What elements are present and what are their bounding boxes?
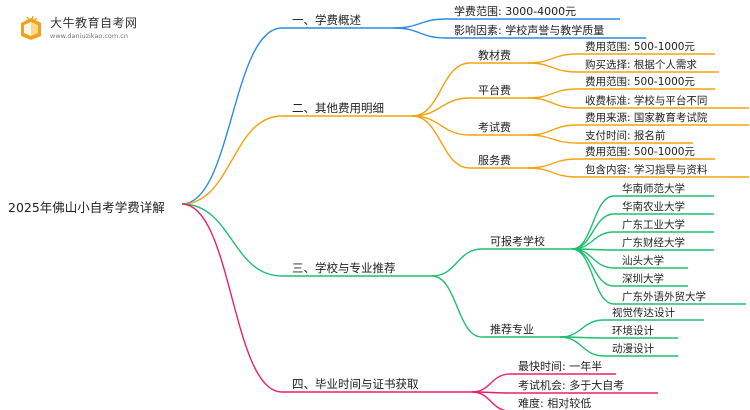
subtopic-link — [411, 115, 471, 169]
leaf-label[interactable]: 费用来源: 国家教育考试院 — [585, 111, 708, 124]
subtopic-link — [411, 115, 471, 136]
leaf-link — [527, 62, 578, 73]
leaf-link — [527, 88, 578, 99]
leaf-label[interactable]: 费用范围: 500-1000元 — [585, 145, 695, 158]
subtopic-link — [411, 97, 471, 117]
branch-link — [181, 203, 283, 393]
leaf-label[interactable]: 动漫设计 — [612, 342, 654, 355]
leaf-link — [559, 319, 605, 338]
subtopic-link — [393, 27, 447, 39]
leaf-link — [527, 97, 578, 109]
leaf-link — [527, 167, 578, 178]
leaf-link — [527, 158, 578, 169]
branch-link — [181, 115, 283, 205]
subtopic-link — [471, 391, 508, 410]
branch-label[interactable]: 一、学费概述 — [292, 13, 361, 27]
subtopic-link — [431, 248, 483, 277]
subtopic-label[interactable]: 推荐专业 — [490, 322, 534, 336]
branch-label[interactable]: 三、学校与专业推荐 — [292, 261, 396, 275]
leaf-label[interactable]: 深圳大学 — [622, 272, 664, 285]
branch-link — [181, 27, 283, 205]
branch-label[interactable]: 二、其他费用明细 — [292, 101, 384, 115]
leaf-label[interactable]: 费用范围: 500-1000元 — [585, 40, 695, 53]
leaf-link — [527, 124, 578, 136]
subtopic-link — [393, 18, 447, 29]
leaf-label[interactable]: 广东财经大学 — [622, 236, 685, 249]
root-topic[interactable]: 2025年佛山小自考学费详解 — [8, 200, 165, 215]
leaf-label[interactable]: 费用范围: 500-1000元 — [585, 75, 695, 88]
leaf-label[interactable]: 广东工业大学 — [622, 218, 685, 231]
subtopic-link — [471, 373, 511, 393]
leaf-link — [571, 248, 615, 305]
leaf-label[interactable]: 环境设计 — [612, 324, 654, 337]
leaf-link — [559, 336, 605, 357]
branch-label[interactable]: 四、毕业时间与证书获取 — [292, 377, 419, 391]
leaf-label[interactable]: 华南师范大学 — [622, 182, 685, 195]
leaf-link — [571, 248, 615, 269]
leaf-label[interactable]: 收费标准: 学校与平台不同 — [585, 94, 707, 107]
leaf-link — [571, 213, 615, 250]
subtopic-label[interactable]: 考试费 — [478, 121, 511, 134]
leaf-label[interactable]: 视觉传达设计 — [612, 306, 675, 319]
subtopic-label[interactable]: 教材费 — [478, 48, 511, 62]
subtopic-label[interactable]: 学费范围: 3000-4000元 — [454, 4, 576, 18]
subtopic-label[interactable]: 影响因素: 学校声誉与教学质量 — [454, 23, 604, 37]
subtopic-label[interactable]: 难度: 相对较低 — [518, 396, 591, 410]
subtopic-label[interactable]: 服务费 — [478, 154, 511, 167]
subtopic-link — [431, 275, 483, 338]
branch-link — [181, 203, 283, 277]
logo-title: 大牛教育自考网 — [50, 16, 138, 30]
site-logo[interactable]: 大牛教育自考网 www.daniuzikao.com.cn — [14, 11, 144, 45]
book-logo-icon — [21, 15, 41, 40]
leaf-link — [527, 53, 578, 64]
subtopic-label[interactable]: 平台费 — [478, 83, 511, 97]
leaf-label[interactable]: 广东外语外贸大学 — [622, 290, 706, 303]
leaf-label[interactable]: 支付时间: 报名前 — [585, 129, 665, 142]
leaf-label[interactable]: 包含内容: 学习指导与资料 — [585, 163, 708, 176]
leaf-label[interactable]: 华南农业大学 — [622, 200, 685, 213]
subtopic-label[interactable]: 考试机会: 多于大自考 — [518, 378, 624, 392]
subtopic-label[interactable]: 最快时间: 一年半 — [518, 359, 602, 373]
logo-subtitle: www.daniuzikao.com.cn — [50, 32, 128, 40]
subtopic-link — [411, 62, 471, 117]
leaf-label[interactable]: 汕头大学 — [622, 254, 664, 267]
leaf-link — [527, 134, 578, 144]
subtopic-label[interactable]: 可报考学校 — [490, 234, 545, 248]
leaf-label[interactable]: 购买选择: 根据个人需求 — [585, 58, 697, 71]
